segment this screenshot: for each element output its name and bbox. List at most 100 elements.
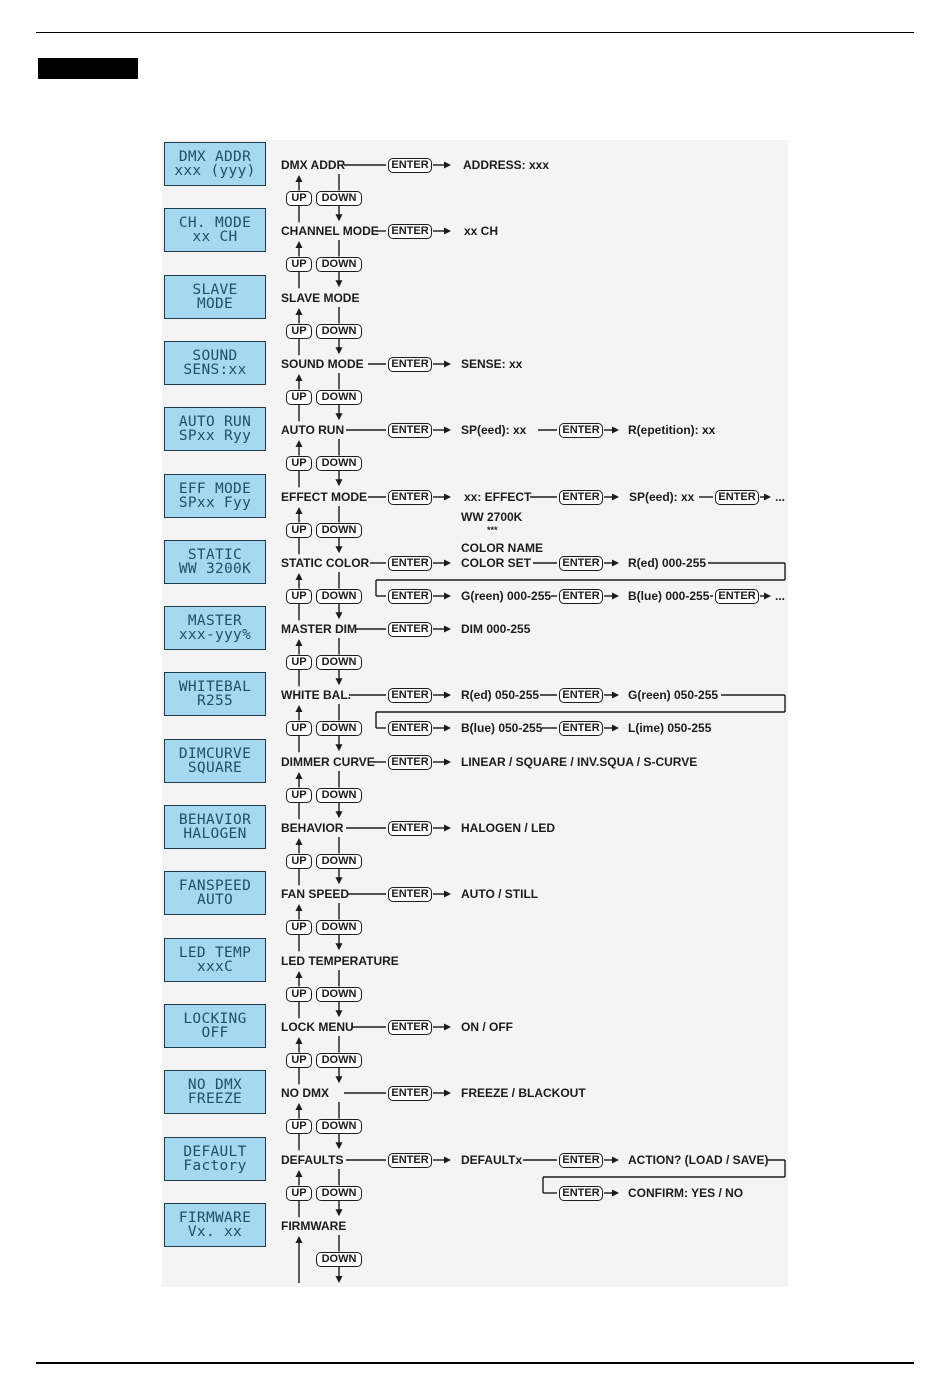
up-button-1[interactable]: UP [286, 256, 312, 272]
lcd-line-1-11: FANSPEED [178, 878, 252, 894]
up-arrow-icon-11 [295, 904, 303, 911]
down-arrow-icon-10 [335, 877, 343, 885]
enter-button-9-chain-0[interactable]: ENTER [388, 754, 432, 770]
down-arrow-icon-8 [335, 744, 343, 752]
down-button-12[interactable]: DOWN [316, 986, 362, 1002]
up-button-13[interactable]: UP [286, 1052, 312, 1068]
enter-button-6-chain2-0[interactable]: ENTER [388, 588, 432, 604]
enter-button-6-chain-1[interactable]: ENTER [559, 555, 603, 571]
enter-button-3-chain-0[interactable]: ENTER [388, 356, 432, 372]
down-button-13[interactable]: DOWN [316, 1052, 362, 1068]
menu-label-14: NO DMX [281, 1086, 329, 1100]
down-button-4[interactable]: DOWN [316, 455, 362, 471]
down-arrow-icon-12 [335, 1010, 343, 1018]
down-button-14[interactable]: DOWN [316, 1118, 362, 1134]
enter-button-0-chain-0[interactable]: ENTER [388, 157, 432, 173]
down-arrow-icon-1 [335, 280, 343, 288]
arrow-right-icon-6-chain2-2 [764, 592, 771, 600]
down-button-2[interactable]: DOWN [316, 323, 362, 339]
enter-button-15-chain2-0[interactable]: ENTER [559, 1185, 603, 1201]
menu-value-4-chain-0: SP(eed): xx [461, 423, 527, 437]
lcd-line-1-13: LOCKING [183, 1011, 247, 1027]
up-button-12[interactable]: UP [286, 986, 312, 1002]
down-button-8[interactable]: DOWN [316, 720, 362, 736]
up-button-11[interactable]: UP [286, 919, 312, 935]
down-arrow-icon-11 [335, 943, 343, 951]
down-button-11[interactable]: DOWN [316, 919, 362, 935]
enter-button-8-chain-0[interactable]: ENTER [388, 687, 432, 703]
menu-label-5: EFFECT MODE [281, 490, 367, 504]
up-arrow-icon-5 [295, 507, 303, 514]
down-button-1[interactable]: DOWN [316, 256, 362, 272]
up-button-10[interactable]: UP [286, 853, 312, 869]
arrow-right-icon-9-chain-0 [444, 758, 451, 766]
lcd-line-1-0: DMX ADDR [178, 149, 252, 165]
down-button-15[interactable]: DOWN [316, 1185, 362, 1201]
up-button-2[interactable]: UP [286, 323, 312, 339]
arrow-right-icon-15-chain-0 [444, 1156, 451, 1164]
lcd-line-1-4: AUTO RUN [178, 414, 252, 430]
section-tab [38, 58, 138, 79]
menu-value-13-chain-0: ON / OFF [461, 1020, 513, 1034]
enter-button-8-chain-1[interactable]: ENTER [559, 687, 603, 703]
enter-button-7-chain-0[interactable]: ENTER [388, 621, 432, 637]
enter-button-14-chain-0[interactable]: ENTER [388, 1085, 432, 1101]
lcd-line-1-9: DIMCURVE [178, 746, 252, 762]
menu-value-14-chain-0: FREEZE / BLACKOUT [461, 1086, 586, 1100]
lcd-line-2-14: FREEZE [187, 1091, 243, 1107]
up-button-0[interactable]: UP [286, 190, 312, 206]
lcd-line-2-8: R255 [196, 693, 234, 709]
down-button-7[interactable]: DOWN [316, 654, 362, 670]
up-button-6[interactable]: UP [286, 588, 312, 604]
menu-label-4: AUTO RUN [281, 423, 345, 437]
up-button-8[interactable]: UP [286, 720, 312, 736]
up-button-4[interactable]: UP [286, 455, 312, 471]
lcd-line-2-12: xxxC [196, 959, 234, 975]
menu-value-6-chain-0: COLOR SET [461, 556, 532, 570]
down-button-5[interactable]: DOWN [316, 522, 362, 538]
enter-button-15-chain-0[interactable]: ENTER [388, 1152, 432, 1168]
lcd-line-2-0: xxx (yyy) [174, 163, 256, 179]
menu-value-1-chain-0: xx CH [464, 224, 499, 238]
menu-value-10-chain-0: HALOGEN / LED [461, 821, 556, 835]
down-button-6[interactable]: DOWN [316, 588, 362, 604]
menu-label-9: DIMMER CURVE [281, 755, 375, 769]
up-button-9[interactable]: UP [286, 787, 312, 803]
up-button-15[interactable]: UP [286, 1185, 312, 1201]
lcd-line-1-14: NO DMX [187, 1077, 243, 1093]
enter-button-6-chain-0[interactable]: ENTER [388, 555, 432, 571]
enter-button-5-chain-2[interactable]: ENTER [715, 489, 759, 505]
down-button-10[interactable]: DOWN [316, 853, 362, 869]
menu-value-7-chain-0: DIM 000-255 [461, 622, 531, 636]
enter-button-1-chain-0[interactable]: ENTER [388, 223, 432, 239]
enter-button-5-chain-0[interactable]: ENTER [388, 489, 432, 505]
enter-button-4-chain-1[interactable]: ENTER [559, 422, 603, 438]
enter-button-5-chain-1[interactable]: ENTER [559, 489, 603, 505]
enter-button-10-chain-0[interactable]: ENTER [388, 820, 432, 836]
down-arrow-icon-6 [335, 612, 343, 620]
menu-value-8-chain2-0: B(lue) 050-255 [461, 721, 543, 735]
up-button-5[interactable]: UP [286, 522, 312, 538]
up-button-14[interactable]: UP [286, 1118, 312, 1134]
enter-button-4-chain-0[interactable]: ENTER [388, 422, 432, 438]
up-button-3[interactable]: UP [286, 389, 312, 405]
down-button-0[interactable]: DOWN [316, 190, 362, 206]
enter-button-6-chain2-1[interactable]: ENTER [559, 588, 603, 604]
enter-button-13-chain-0[interactable]: ENTER [388, 1019, 432, 1035]
arrow-right-icon-4-chain-0 [444, 426, 451, 434]
enter-button-8-chain2-0[interactable]: ENTER [388, 720, 432, 736]
enter-button-6-chain2-2[interactable]: ENTER [715, 588, 759, 604]
menu-label-7: MASTER DIM [281, 622, 357, 636]
down-button-16[interactable]: DOWN [316, 1251, 362, 1267]
up-arrow-icon-9 [295, 772, 303, 779]
down-button-3[interactable]: DOWN [316, 389, 362, 405]
up-button-7[interactable]: UP [286, 654, 312, 670]
enter-button-11-chain-0[interactable]: ENTER [388, 886, 432, 902]
down-button-9[interactable]: DOWN [316, 787, 362, 803]
enter-button-15-chain-1[interactable]: ENTER [559, 1152, 603, 1168]
enter-button-8-chain2-1[interactable]: ENTER [559, 720, 603, 736]
